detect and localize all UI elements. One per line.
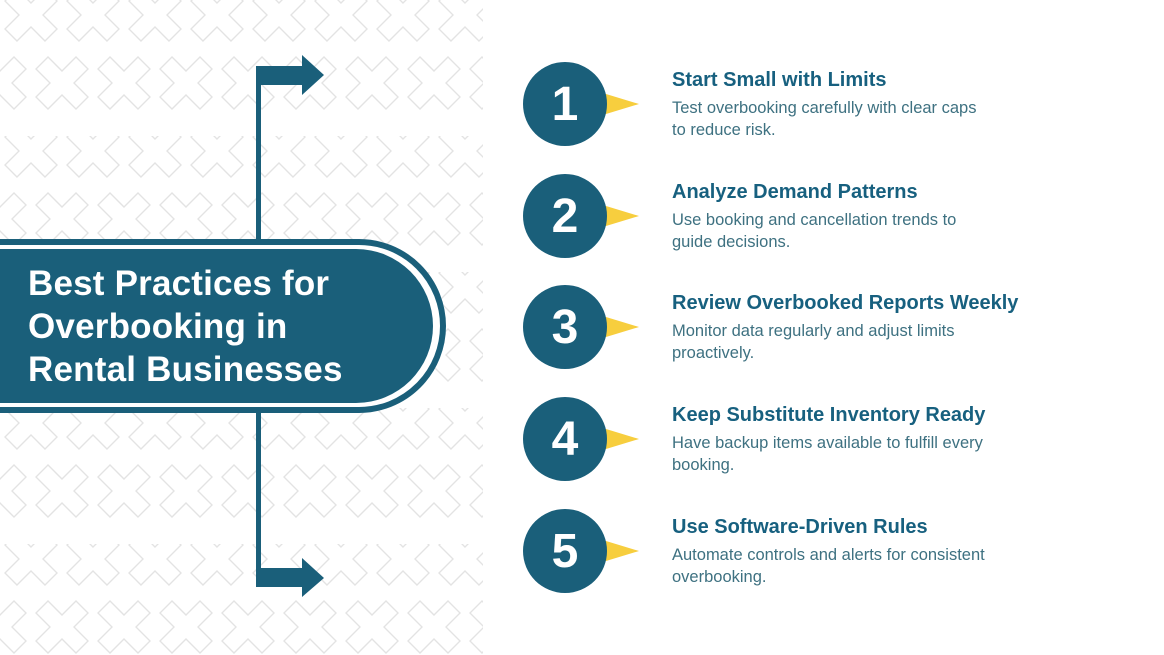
step-description: Have backup items available to fulfill e… [672, 434, 983, 474]
step-5-badge: 5 [523, 495, 643, 607]
title-banner: Best Practices for Overbooking in Rental… [0, 249, 433, 403]
step-item-5: 5 Use Software-Driven Rules Automate con… [523, 495, 1083, 607]
step-description: Test overbooking carefully with clear ca… [672, 99, 977, 139]
step-description: Monitor data regularly and adjust limits… [672, 322, 955, 362]
circle-arrow-icon [523, 62, 639, 146]
circle-arrow-icon [523, 397, 639, 481]
step-item-4: 4 Keep Substitute Inventory Ready Have b… [523, 383, 1083, 495]
step-number: 1 [551, 77, 579, 131]
step-1-badge: 1 [523, 48, 643, 160]
circle-arrow-icon [523, 509, 639, 593]
step-item-1: 1 Start Small with Limits Test overbooki… [523, 48, 1083, 160]
step-3-badge: 3 [523, 271, 643, 383]
step-title: Keep Substitute Inventory Ready [672, 404, 986, 426]
step-item-3: 3 Review Overbooked Reports Weekly Monit… [523, 271, 1083, 383]
step-number: 3 [551, 300, 579, 354]
step-number: 2 [551, 189, 579, 243]
step-4-badge: 4 [523, 383, 643, 495]
step-number: 4 [551, 412, 579, 466]
step-description: Automate controls and alerts for consist… [672, 546, 985, 586]
circle-arrow-icon [523, 174, 639, 258]
page-title: Best Practices for Overbooking in Rental… [28, 263, 343, 389]
step-title: Start Small with Limits [672, 69, 887, 91]
step-number: 5 [551, 524, 579, 578]
step-title: Analyze Demand Patterns [672, 181, 918, 203]
step-title: Use Software-Driven Rules [672, 516, 928, 538]
step-2-badge: 2 [523, 160, 643, 272]
step-description: Use booking and cancellation trends to g… [672, 211, 957, 251]
step-item-2: 2 Analyze Demand Patterns Use booking an… [523, 160, 1083, 272]
circle-arrow-icon [523, 285, 639, 369]
step-title: Review Overbooked Reports Weekly [672, 292, 1019, 314]
